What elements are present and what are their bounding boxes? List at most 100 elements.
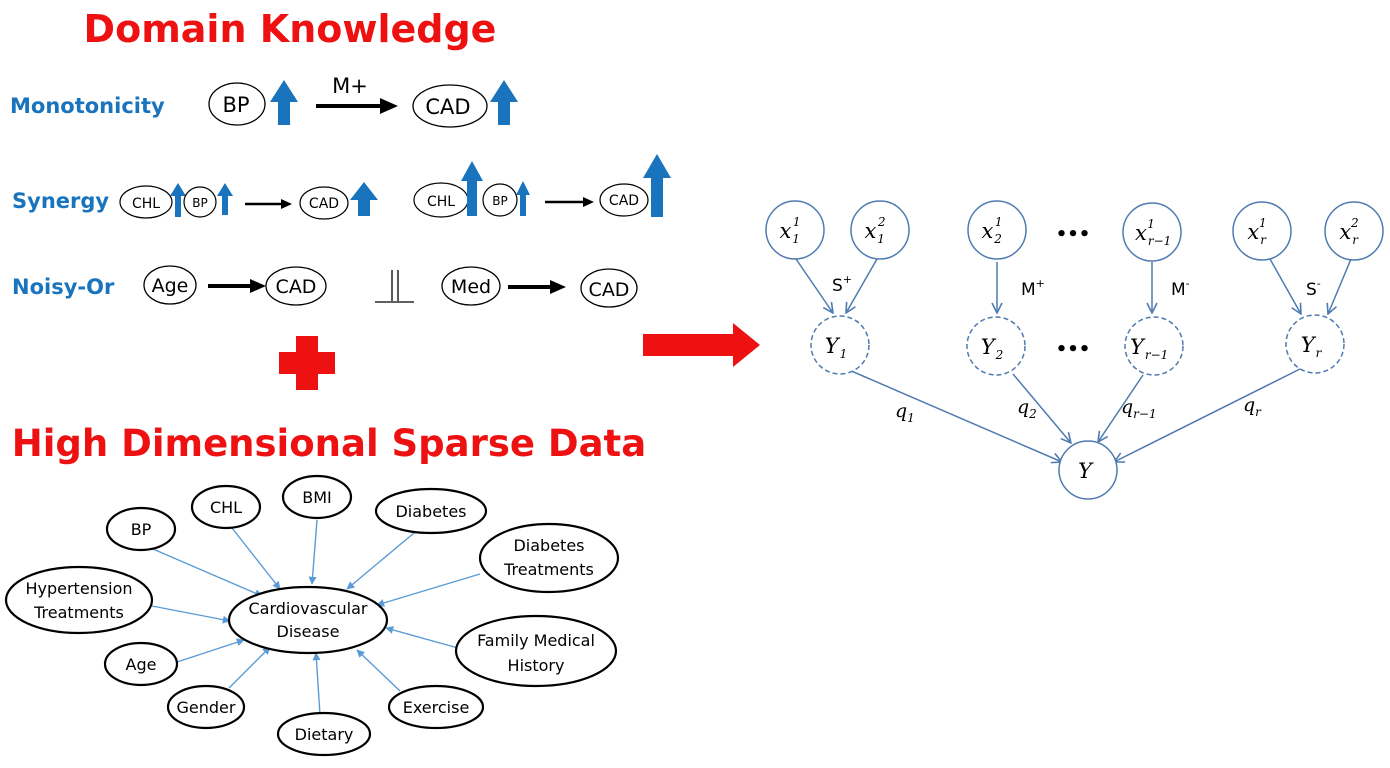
chl-node: CHL <box>413 182 469 218</box>
diabetes-treatments-feature-node: Diabetes Treatments <box>478 522 620 594</box>
monotonicity-label: Monotonicity <box>10 94 165 118</box>
synergy-label: Synergy <box>12 189 109 213</box>
svg-text:BP: BP <box>492 194 507 208</box>
svg-text:Disease: Disease <box>277 622 340 641</box>
relation-m-plus-label: M+ <box>332 74 368 98</box>
weight-qr: qr <box>1243 394 1262 419</box>
age-feature-node: Age <box>103 641 179 687</box>
svg-text:Exercise: Exercise <box>403 698 470 717</box>
svg-text:Yr−1: Yr−1 <box>1130 335 1168 362</box>
up-arrow-icon <box>461 161 483 216</box>
dietary-feature-node: Dietary <box>276 711 372 757</box>
up-arrow-icon <box>170 183 186 217</box>
arrow-right-icon <box>316 98 398 114</box>
svg-text:CAD: CAD <box>425 95 470 119</box>
svg-text:xr2: xr2 <box>1339 216 1359 247</box>
svg-text:CAD: CAD <box>609 193 639 209</box>
cad-node: CAD <box>265 266 327 306</box>
input-node-x11: x11 <box>765 200 825 260</box>
up-arrow-icon <box>516 181 530 216</box>
bp-node: BP <box>183 186 217 218</box>
svg-text:Age: Age <box>126 655 157 674</box>
input-node-xr2: xr2 <box>1324 201 1384 261</box>
up-arrow-icon <box>217 183 233 215</box>
latent-node-y1: Y1 <box>810 315 870 375</box>
svg-text:BP: BP <box>222 93 249 117</box>
svg-text:Yr: Yr <box>1301 333 1323 360</box>
chl-feature-node: CHL <box>190 484 262 530</box>
input-node-x12: x12 <box>850 200 910 260</box>
svg-text:Diabetes: Diabetes <box>513 536 584 555</box>
model-edges <box>795 258 1352 462</box>
ellipsis-icon: ••• <box>1056 224 1091 245</box>
svg-text:CAD: CAD <box>309 196 339 212</box>
noisy-or-label: Noisy-Or <box>12 275 115 299</box>
svg-text:x11: x11 <box>779 215 800 246</box>
cad-node: CAD <box>599 183 649 217</box>
arrow-right-icon <box>508 280 566 294</box>
sparse-data-title: High Dimensional Sparse Data <box>12 422 646 465</box>
domain-knowledge-title: Domain Knowledge <box>84 7 497 51</box>
svg-text:Diabetes: Diabetes <box>395 502 466 521</box>
svg-text:BMI: BMI <box>302 488 332 507</box>
svg-text:Age: Age <box>152 275 189 297</box>
relation-m-minus: M- <box>1171 277 1190 300</box>
gender-feature-node: Gender <box>166 684 246 730</box>
input-node-xr1: xr1 <box>1232 201 1292 261</box>
svg-text:Y2: Y2 <box>981 335 1004 362</box>
hypertension-treatments-feature-node: Hypertension Treatments <box>4 565 154 635</box>
arrow-right-icon <box>208 279 266 293</box>
plus-icon <box>279 336 335 390</box>
svg-text:Treatments: Treatments <box>33 603 124 622</box>
svg-text:Treatments: Treatments <box>503 560 594 579</box>
up-arrow-icon <box>490 80 518 125</box>
graph-edges <box>145 519 481 716</box>
med-node: Med <box>441 266 501 306</box>
cad-node: CAD <box>299 186 349 220</box>
ellipsis-icon: ••• <box>1056 339 1091 360</box>
svg-text:CHL: CHL <box>427 194 455 210</box>
svg-text:Gender: Gender <box>177 698 236 717</box>
bp-node: BP <box>482 183 518 217</box>
cardiovascular-disease-node: Cardiovascular Disease <box>227 585 389 655</box>
latent-node-y2: Y2 <box>966 316 1026 376</box>
svg-text:CAD: CAD <box>276 276 317 298</box>
arrow-right-icon <box>643 323 760 367</box>
latent-node-yr-1: Yr−1 <box>1124 316 1184 376</box>
relation-m-plus: M+ <box>1021 277 1045 300</box>
svg-text:Cardiovascular: Cardiovascular <box>248 599 367 618</box>
arrow-right-icon <box>545 197 594 207</box>
relation-s-plus: S+ <box>832 273 852 296</box>
chl-node: CHL <box>119 185 173 219</box>
svg-text:Hypertension: Hypertension <box>25 579 132 598</box>
svg-text:BP: BP <box>192 196 207 210</box>
up-arrow-icon <box>270 80 298 125</box>
svg-text:CHL: CHL <box>210 498 242 517</box>
cad-node: CAD <box>412 84 488 128</box>
exercise-feature-node: Exercise <box>387 684 485 730</box>
svg-text:History: History <box>508 656 565 675</box>
latent-node-yr: Yr <box>1285 314 1345 374</box>
age-node: Age <box>143 265 197 305</box>
bmi-feature-node: BMI <box>281 474 353 520</box>
input-node-xr-1: xr−11 <box>1122 202 1182 262</box>
input-node-x21: x21 <box>967 200 1027 260</box>
up-arrow-icon <box>350 182 378 216</box>
svg-text:Med: Med <box>451 276 491 298</box>
svg-text:x12: x12 <box>864 215 885 246</box>
cad-node: CAD <box>580 268 638 308</box>
output-node-y: Y <box>1058 440 1118 500</box>
arrow-right-icon <box>245 199 292 209</box>
weight-q1: q1 <box>895 400 915 425</box>
relation-s-minus: S- <box>1306 277 1321 300</box>
svg-text:Family Medical: Family Medical <box>477 631 595 650</box>
svg-text:Y1: Y1 <box>825 334 848 361</box>
weight-qr-1: qr−1 <box>1121 396 1157 421</box>
weight-q2: q2 <box>1017 396 1037 421</box>
svg-text:xr1: xr1 <box>1247 216 1267 247</box>
independence-icon <box>375 270 414 303</box>
svg-text:CAD: CAD <box>589 279 630 301</box>
svg-text:x21: x21 <box>981 215 1002 246</box>
svg-text:CHL: CHL <box>132 196 160 212</box>
